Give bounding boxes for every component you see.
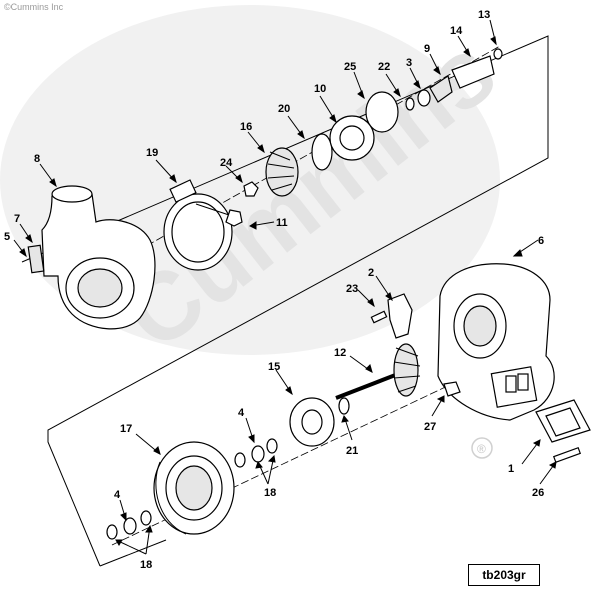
- callout-16: 16: [240, 121, 252, 133]
- callout-6: 6: [538, 235, 544, 247]
- v-band-clamp: [163, 179, 243, 271]
- callout-20: 20: [278, 103, 290, 115]
- figure-reference-code: tb203gr: [468, 564, 540, 586]
- callout-13: 13: [478, 9, 490, 21]
- callout-15: 15: [268, 361, 280, 373]
- leader-lines: [13, 19, 557, 555]
- callout-18-upper: 18: [264, 487, 276, 499]
- part-callouts: 8 7 5 19 24 16 20 10 25 22 3 9 14 13 11 …: [4, 9, 544, 571]
- callout-26: 26: [532, 487, 544, 499]
- callout-12: 12: [334, 347, 346, 359]
- registered-mark: ®: [477, 442, 486, 456]
- callout-8: 8: [34, 153, 40, 165]
- callout-18-lower: 18: [140, 559, 152, 571]
- callout-7: 7: [14, 213, 20, 225]
- callout-21: 21: [346, 445, 358, 457]
- callout-19: 19: [146, 147, 158, 159]
- callout-24: 24: [220, 157, 233, 169]
- bearing-housing: [437, 263, 555, 421]
- callout-27: 27: [424, 421, 436, 433]
- callout-4-upper: 4: [238, 407, 245, 419]
- compressor-housing: [153, 441, 235, 535]
- callout-22: 22: [378, 61, 390, 73]
- bracket-and-fasteners: [370, 293, 461, 397]
- compressor-wheel: [243, 147, 299, 197]
- turbine-wheel-shaft: [335, 343, 421, 400]
- callout-14: 14: [450, 25, 463, 37]
- callout-25: 25: [344, 61, 356, 73]
- callout-11: 11: [276, 217, 288, 229]
- callout-5: 5: [4, 231, 10, 243]
- callout-23: 23: [346, 283, 358, 295]
- turbine-housing: [27, 185, 156, 330]
- callout-4-lower: 4: [114, 489, 121, 501]
- callout-2: 2: [368, 267, 374, 279]
- seal-and-plate: [289, 397, 350, 447]
- callout-3: 3: [406, 57, 412, 69]
- upper-shaft-parts: [311, 48, 503, 171]
- callout-17: 17: [120, 423, 132, 435]
- bearings-and-rings: [106, 438, 278, 540]
- copyright-text: ©Cummins Inc: [4, 2, 64, 12]
- callout-1: 1: [508, 463, 514, 475]
- callout-9: 9: [424, 43, 430, 55]
- gasket-and-stud: [535, 399, 591, 464]
- callout-10: 10: [314, 83, 326, 95]
